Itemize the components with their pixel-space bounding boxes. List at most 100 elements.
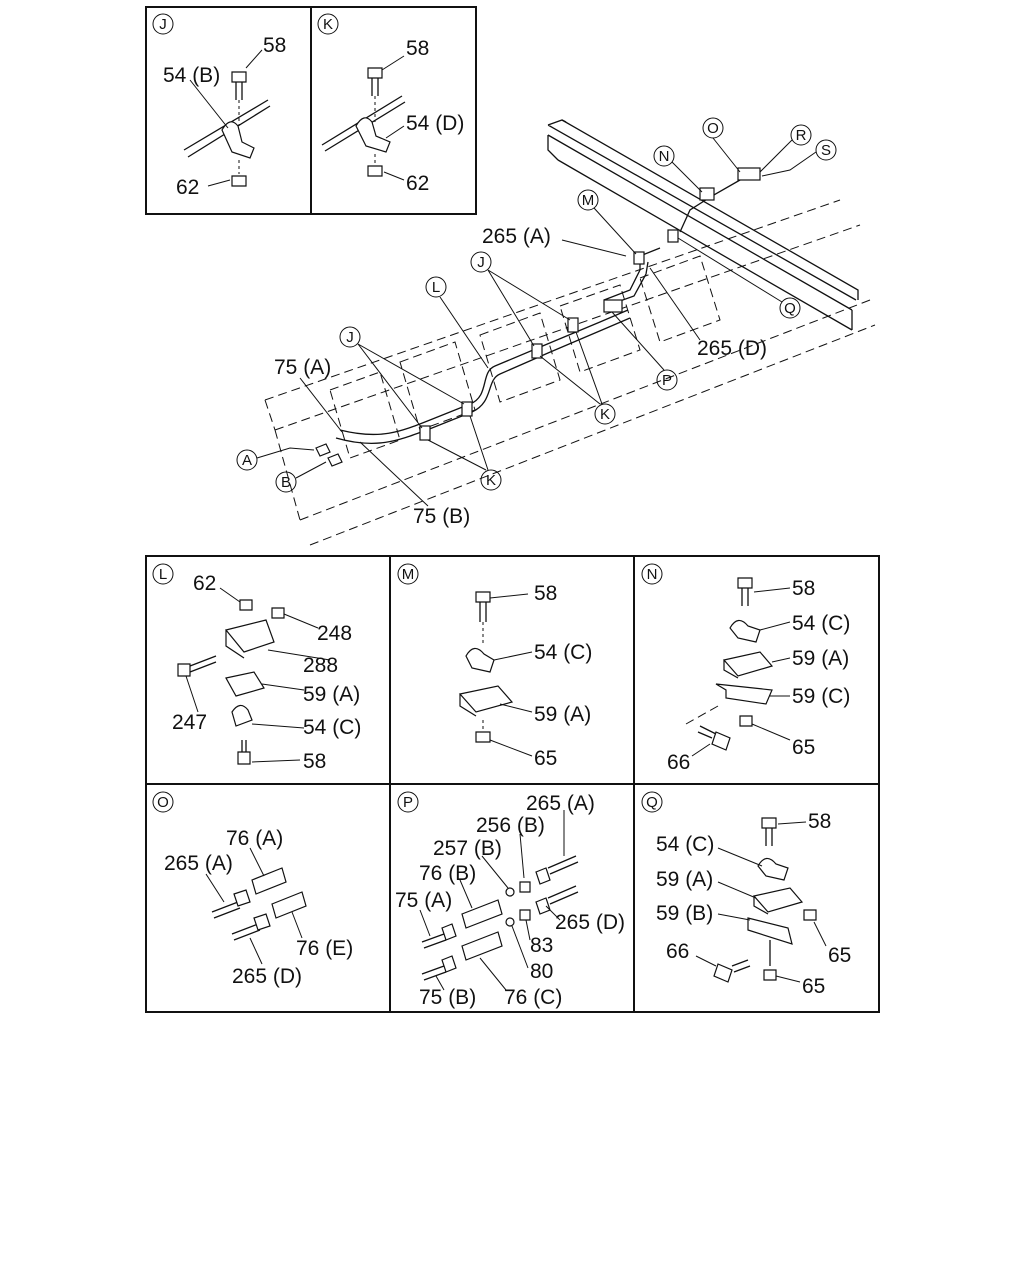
part-label: 265 (D) (555, 911, 625, 934)
callout-circle (152, 13, 174, 35)
panel-letter: J (159, 16, 167, 33)
bolt-head-part (711, 731, 731, 751)
nut-part (739, 715, 753, 727)
part-label: 58 (263, 34, 286, 57)
panel-n: N 58 54 (C) 59 (A) 59 (C) 66 65 (641, 563, 850, 774)
panel-letter: L (159, 566, 167, 583)
part-label: 54 (C) (656, 833, 714, 856)
panel-o: O 76 (A) 265 (A) 76 (E) 265 (D) (152, 791, 353, 988)
part-label: 288 (303, 654, 338, 677)
bolt-head-part (231, 71, 247, 83)
bracket-part (747, 917, 793, 945)
callout-letter: L (432, 279, 440, 296)
flare-nut-part (535, 897, 551, 915)
pipe-part (547, 885, 579, 905)
part-label: 65 (534, 747, 557, 770)
part-label: 75 (A) (395, 889, 452, 912)
clamp-part (355, 117, 391, 153)
part-label: 65 (828, 944, 851, 967)
bolt-head-part (177, 663, 191, 677)
bracket-part (752, 887, 804, 915)
part-label: 265 (A) (164, 852, 233, 875)
part-label: 76 (C) (504, 986, 562, 1009)
panel-letter: K (323, 16, 333, 33)
part-label: 65 (802, 975, 825, 998)
part-label: 59 (C) (792, 685, 850, 708)
hose-end-part (327, 453, 343, 467)
pipe-part (421, 965, 447, 981)
callout-letter: P (662, 372, 672, 389)
callout-letter: J (477, 254, 485, 271)
connector-part (603, 299, 623, 313)
part-label: 66 (667, 751, 690, 774)
part-label: 76 (B) (419, 862, 476, 885)
part-label: 75 (B) (419, 986, 476, 1009)
washer-part (505, 887, 515, 897)
clamp-part (419, 425, 431, 441)
bolt-shank-part (189, 655, 217, 673)
brake-pipe-part (335, 317, 631, 444)
bracket-part (715, 683, 773, 705)
flare-nut-part (253, 913, 271, 931)
flare-nut-part (441, 923, 457, 941)
part-label: 75 (B) (413, 505, 470, 528)
panel-m: M 58 54 (C) 59 (A) 65 (397, 563, 592, 770)
callout-letter: M (582, 192, 595, 209)
callout-letter: A (242, 452, 252, 469)
part-label: 59 (B) (656, 902, 713, 925)
bracket-part (225, 671, 265, 697)
part-label: 66 (666, 940, 689, 963)
panel-l: L 62 248 288 59 (A) 247 54 (C) 58 (152, 563, 361, 773)
part-label: 256 (B) (476, 814, 545, 837)
bracket-part (224, 619, 275, 659)
nut-part (231, 175, 247, 187)
callouts: O N R S M J L J P Q K K A B (236, 117, 837, 493)
callout-letter: Q (784, 300, 796, 317)
pipe-part (421, 933, 447, 949)
union-part (271, 891, 307, 919)
part-label: 76 (E) (296, 937, 353, 960)
panel-letter: Q (646, 794, 658, 811)
part-label: 54 (C) (792, 612, 850, 635)
part-label: 59 (A) (656, 868, 713, 891)
bolt-head-part (713, 963, 733, 983)
callout-circle (317, 13, 339, 35)
part-label: 265 (D) (697, 337, 767, 360)
part-label: 62 (176, 176, 199, 199)
part-label: 75 (A) (274, 356, 331, 379)
bolt-head-part (737, 577, 753, 589)
part-label: 58 (808, 810, 831, 833)
panel-letter: M (402, 566, 415, 583)
callout-letter: R (796, 127, 807, 144)
bolt-shank-part (235, 82, 243, 100)
union-part (251, 867, 287, 895)
pipe-part (211, 901, 241, 919)
callout-letter: K (600, 406, 610, 423)
part-label: 83 (530, 934, 553, 957)
part-label: 58 (406, 37, 429, 60)
part-label: 62 (406, 172, 429, 195)
bolt-shank-part (371, 78, 379, 96)
flare-nut-part (535, 867, 551, 885)
clamp-part (633, 251, 645, 265)
nut-part (239, 599, 253, 611)
part-label: 54 (C) (303, 716, 361, 739)
part-label: 54 (B) (163, 64, 220, 87)
pipe-part (231, 923, 261, 941)
clamp-part (757, 857, 789, 881)
part-label: 62 (193, 572, 216, 595)
pipe-part (547, 855, 579, 875)
part-label: 265 (A) (526, 792, 595, 815)
panel-j: J 58 54 (B) 62 (145, 6, 312, 215)
nut-part (475, 731, 491, 743)
part-label: 58 (534, 582, 557, 605)
part-label: 265 (D) (232, 965, 302, 988)
nut-part (763, 969, 777, 981)
clamp-part (461, 401, 473, 417)
clamp-part (465, 647, 495, 673)
callout-letter: B (281, 474, 291, 491)
panel-letter: N (647, 566, 658, 583)
part-label: 265 (A) (482, 225, 551, 248)
panel-k: K 58 54 (D) 62 (310, 6, 477, 215)
